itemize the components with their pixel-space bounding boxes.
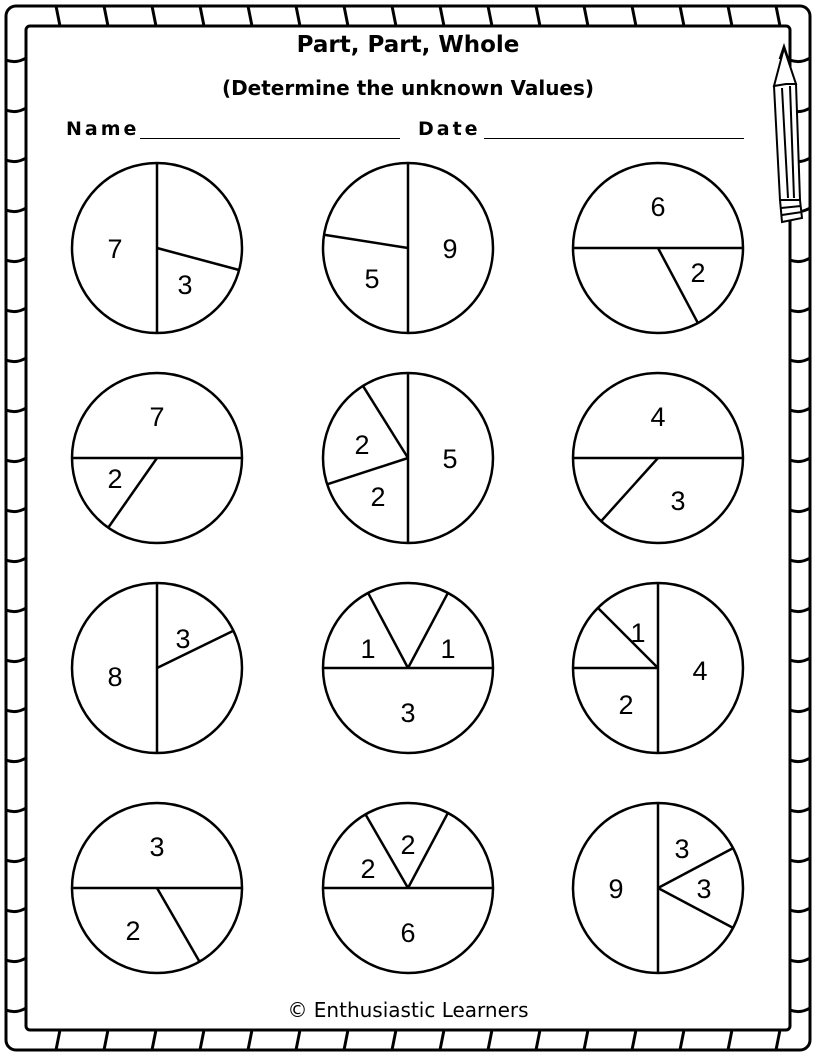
copyright-footer: © Enthusiastic Learners — [287, 998, 529, 1022]
part-value: 5 — [364, 264, 379, 294]
worksheet-subtitle: (Determine the unknown Values) — [221, 76, 595, 100]
part-value: 2 — [354, 430, 369, 460]
part-line — [366, 592, 410, 669]
puzzle-circle[interactable]: 32 — [70, 801, 244, 975]
part-line — [156, 246, 240, 272]
part-line — [155, 887, 201, 963]
whole-value: 6 — [650, 192, 665, 222]
puzzle-circle[interactable]: 43 — [571, 371, 745, 545]
part-value: 1 — [360, 634, 375, 664]
whole-value: 4 — [692, 656, 707, 686]
puzzle-circle[interactable]: 5 22 — [321, 371, 495, 545]
whole-value: 5 — [442, 444, 457, 474]
puzzle-circle[interactable]: 9 33 — [571, 801, 745, 975]
worksheet-title: Part, Part, Whole — [296, 32, 520, 58]
part-value: 2 — [125, 916, 140, 946]
part-line — [323, 233, 409, 250]
date-label: Date — [418, 118, 481, 140]
part-line — [107, 457, 159, 529]
puzzle-circle[interactable]: 6 22 — [321, 801, 495, 975]
part-line — [597, 607, 659, 669]
part-value: 2 — [690, 258, 705, 288]
part-line — [406, 592, 450, 669]
whole-value: 9 — [442, 234, 457, 264]
part-line — [361, 385, 410, 459]
part-value: 1 — [630, 618, 645, 648]
puzzle-circle[interactable]: 72 — [70, 371, 244, 545]
part-line — [657, 846, 734, 890]
puzzle-circle[interactable]: 73 — [70, 161, 244, 335]
part-value: 2 — [400, 830, 415, 860]
part-value: 3 — [674, 834, 689, 864]
whole-value: 9 — [608, 874, 623, 904]
whole-value: 7 — [107, 234, 122, 264]
part-value: 2 — [360, 854, 375, 884]
part-line — [156, 629, 234, 670]
pencil-icon — [772, 42, 804, 224]
part-value: 3 — [175, 624, 190, 654]
part-line — [657, 886, 734, 930]
part-line — [600, 457, 659, 523]
date-line[interactable] — [484, 138, 744, 139]
part-value: 3 — [177, 270, 192, 300]
part-line — [364, 813, 410, 889]
part-value: 2 — [370, 482, 385, 512]
puzzle-circle[interactable]: 95 — [321, 161, 495, 335]
part-line — [656, 247, 700, 324]
part-value: 2 — [618, 690, 633, 720]
whole-value: 7 — [149, 402, 164, 432]
whole-value: 4 — [650, 402, 665, 432]
whole-value: 3 — [149, 832, 164, 862]
puzzle-circle[interactable]: 83 — [70, 581, 244, 755]
whole-value: 6 — [400, 918, 415, 948]
name-line[interactable] — [140, 138, 400, 139]
part-value: 3 — [670, 486, 685, 516]
whole-value: 3 — [400, 698, 415, 728]
part-line — [406, 812, 450, 889]
whole-value: 8 — [107, 662, 122, 692]
part-value: 2 — [107, 464, 122, 494]
part-value: 3 — [696, 874, 711, 904]
part-value: 1 — [440, 634, 455, 664]
puzzle-circle[interactable]: 3 1 1 — [321, 581, 495, 755]
puzzle-circle[interactable]: 4 1 2 — [571, 581, 745, 755]
name-label: Name — [66, 118, 140, 140]
puzzle-circle[interactable]: 62 — [571, 161, 745, 335]
part-line — [326, 456, 409, 486]
